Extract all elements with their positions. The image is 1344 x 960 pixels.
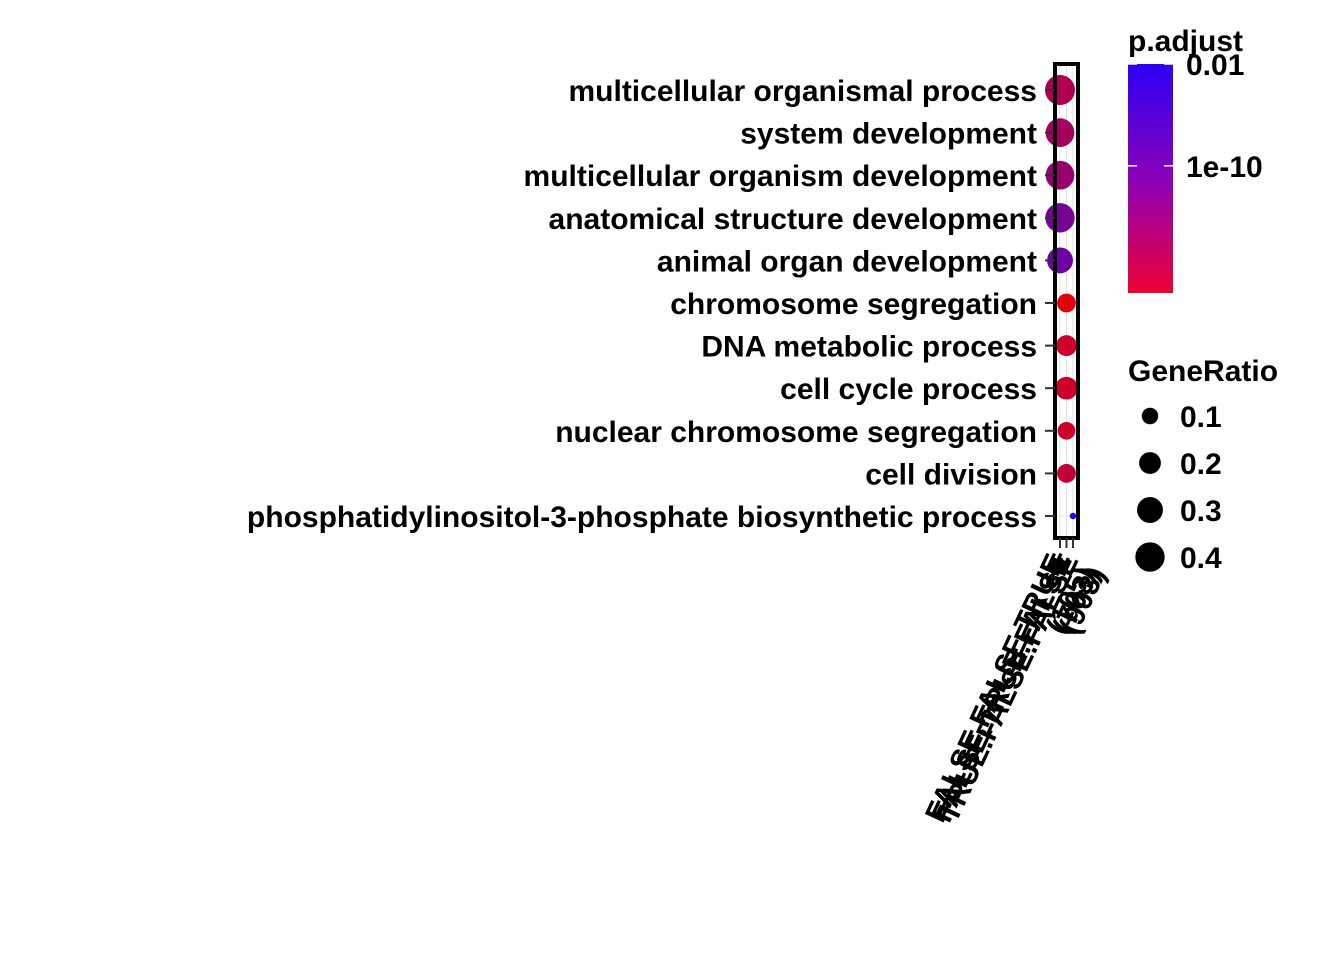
y-tick-label: anatomical structure development — [549, 203, 1037, 236]
size-legend-dot — [1135, 542, 1165, 572]
p-adjust-colorbar — [1128, 64, 1173, 293]
size-legend-dot — [1141, 407, 1159, 425]
data-point — [1057, 293, 1076, 313]
gene-ratio-legend: GeneRatio 0.1 0.2 0.3 0.4 — [1128, 355, 1278, 575]
data-point — [1045, 160, 1075, 190]
data-point — [1057, 463, 1076, 483]
size-legend-label: 0.1 — [1180, 401, 1222, 434]
data-point — [1045, 118, 1075, 147]
gene-ratio-legend-title: GeneRatio — [1128, 355, 1278, 388]
y-tick-label: chromosome segregation — [670, 288, 1037, 321]
size-legend-label: 0.3 — [1180, 495, 1222, 528]
size-legend-dot — [1137, 497, 1163, 523]
y-tick-label: nuclear chromosome segregation — [555, 416, 1037, 449]
size-legend-label: 0.4 — [1180, 542, 1222, 575]
y-tick-label: cell cycle process — [780, 373, 1037, 406]
y-tick-label: phosphatidylinositol-3-phosphate biosynt… — [247, 501, 1037, 534]
y-tick-label: animal organ development — [657, 245, 1037, 278]
colorbar-tick-label: 1e-10 — [1186, 151, 1263, 184]
data-point — [1056, 335, 1077, 357]
colorbar-tick-label: 0.01 — [1186, 49, 1244, 82]
y-tick-label: system development — [740, 118, 1037, 151]
size-legend-label: 0.2 — [1180, 448, 1222, 481]
y-tick-label: multicellular organismal process — [568, 75, 1037, 108]
data-point — [1045, 75, 1075, 105]
size-legend-dot — [1139, 452, 1161, 474]
data-point — [1069, 512, 1077, 520]
data-point — [1057, 421, 1076, 440]
data-point — [1045, 203, 1075, 233]
data-point — [1055, 376, 1078, 400]
p-adjust-legend-title: p.adjust — [1128, 25, 1243, 58]
p-adjust-legend: p.adjust 0.01 1e-10 — [1128, 25, 1263, 293]
y-tick-label: DNA metabolic process — [701, 331, 1037, 364]
x-axis: FALSE.FALSE.TRUE(105)FALSE.TRUE.FALSE(70… — [919, 538, 1113, 827]
y-tick-label: multicellular organism development — [524, 160, 1037, 193]
y-axis: multicellular organismal process system d… — [247, 75, 1055, 534]
y-tick-label: cell division — [865, 458, 1037, 491]
